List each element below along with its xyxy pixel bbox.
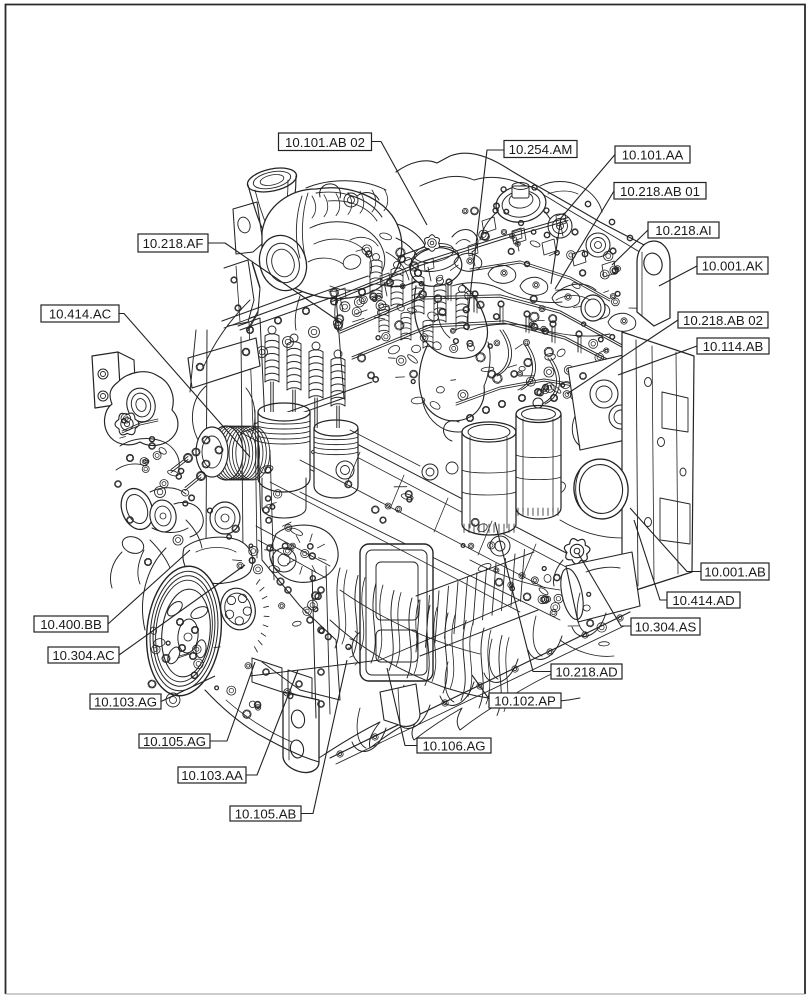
svg-text:10.102.AP: 10.102.AP xyxy=(494,694,556,709)
svg-text:10.304.AC: 10.304.AC xyxy=(52,648,115,663)
svg-text:10.218.AB 02: 10.218.AB 02 xyxy=(683,313,763,328)
svg-text:10.105.AB: 10.105.AB xyxy=(235,807,297,822)
svg-text:10.103.AA: 10.103.AA xyxy=(181,768,243,783)
svg-text:10.001.AB: 10.001.AB xyxy=(704,565,766,580)
svg-text:10.106.AG: 10.106.AG xyxy=(422,739,485,754)
svg-text:10.103.AG: 10.103.AG xyxy=(94,695,157,710)
svg-text:10.101.AA: 10.101.AA xyxy=(622,148,684,163)
svg-text:10.001.AK: 10.001.AK xyxy=(702,259,764,274)
svg-text:10.105.AG: 10.105.AG xyxy=(143,734,206,749)
svg-text:10.218.AF: 10.218.AF xyxy=(143,236,204,251)
svg-text:10.218.AD: 10.218.AD xyxy=(555,665,617,680)
svg-text:10.414.AC: 10.414.AC xyxy=(49,307,112,322)
svg-text:10.400.BB: 10.400.BB xyxy=(40,617,102,632)
svg-text:10.254.AM: 10.254.AM xyxy=(509,142,573,157)
svg-text:10.101.AB 02: 10.101.AB 02 xyxy=(285,135,365,150)
svg-text:10.218.AI: 10.218.AI xyxy=(655,223,711,238)
svg-text:10.114.AB: 10.114.AB xyxy=(703,339,764,354)
svg-text:10.218.AB 01: 10.218.AB 01 xyxy=(620,184,700,199)
svg-text:10.304.AS: 10.304.AS xyxy=(635,620,697,635)
svg-text:10.414.AD: 10.414.AD xyxy=(672,593,734,608)
